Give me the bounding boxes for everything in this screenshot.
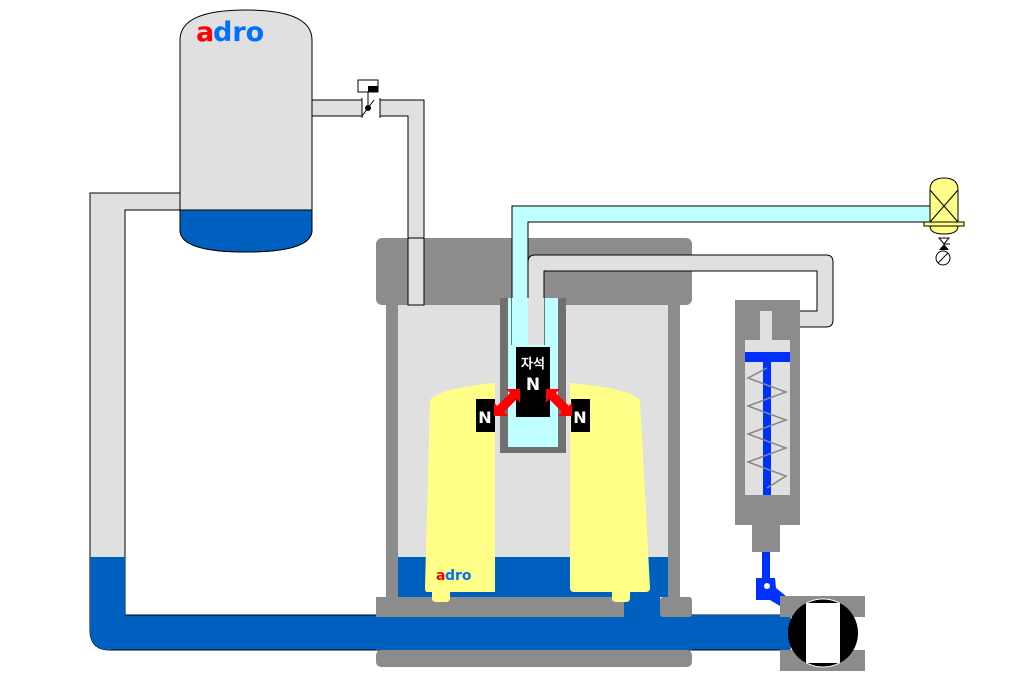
diaphragm-actuator [735, 300, 800, 612]
svg-text:dro: dro [445, 568, 472, 584]
air-filter-icon[interactable] [923, 177, 965, 266]
spring-icon [745, 367, 789, 489]
repel-arrow-right-icon [546, 389, 572, 416]
left-float-magnet: N [476, 399, 495, 432]
signal-line [527, 254, 834, 346]
svg-text:a: a [436, 568, 445, 584]
left-pole-label: N [478, 408, 491, 427]
svg-text:dro: dro [213, 17, 264, 48]
right-float-magnet: N [571, 399, 590, 432]
solenoid-valve-icon[interactable] [357, 79, 381, 118]
storage-tank: a dro [179, 9, 313, 253]
repel-arrow-left-icon [494, 389, 520, 416]
left-float: a dro [425, 383, 495, 602]
float-logo: a dro [436, 568, 472, 584]
drain-ball-valve-icon[interactable] [780, 596, 865, 671]
right-pole-label: N [573, 408, 586, 427]
center-magnet: 자석 N [516, 347, 550, 417]
tank-logo: a dro [196, 17, 264, 48]
center-pole-label: N [526, 375, 540, 395]
right-float [570, 383, 650, 602]
magnet-label: 자석 [521, 357, 545, 372]
svg-text:a: a [196, 17, 214, 48]
tank-water [179, 209, 313, 253]
